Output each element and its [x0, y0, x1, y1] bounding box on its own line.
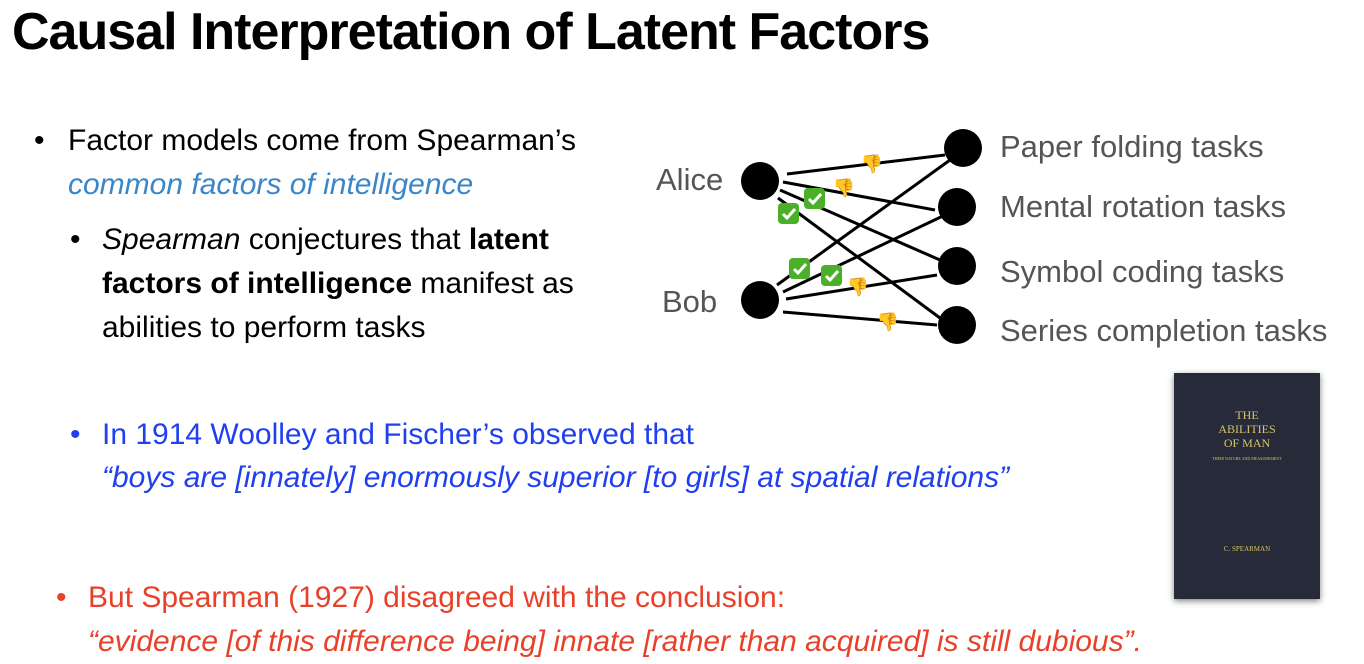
- bullet-dot: •: [56, 581, 67, 614]
- book-title: ABILITIES: [1218, 422, 1276, 436]
- bullet3-text: But Spearman (1927) disagreed with the c…: [88, 581, 786, 614]
- node-bob: [741, 281, 779, 319]
- bullet1-sub-line2: factors of intelligence manifest as: [102, 267, 574, 300]
- task-label: Mental rotation tasks: [1000, 189, 1287, 224]
- check-icon: [789, 258, 810, 279]
- edge-alice-series: [777, 196, 941, 320]
- thumbs-down-icon: 👎: [833, 178, 855, 198]
- bullet-dot: •: [70, 223, 81, 256]
- book-title: OF MAN: [1223, 436, 1271, 450]
- thumbs-down-icon: 👎: [861, 154, 883, 174]
- node-paper: [944, 129, 982, 167]
- book-cover-image: THE ABILITIES OF MAN THEIR NATURE AND ME…: [1174, 373, 1320, 599]
- bullet2-quote: “boys are [innately] enormously superior…: [102, 461, 1010, 494]
- node-series: [938, 306, 976, 344]
- node-mental: [938, 188, 976, 226]
- task-label: Paper folding tasks: [1000, 129, 1264, 164]
- node-alice: [741, 162, 779, 200]
- bullet1-sub-line3: abilities to perform tasks: [102, 311, 426, 344]
- bullet1-sub-line1: Spearman conjectures that latent: [102, 223, 549, 256]
- edge-alice-mental: [782, 180, 936, 212]
- task-label: Symbol coding tasks: [1000, 254, 1285, 289]
- thumbs-down-icon: 👎: [847, 277, 869, 297]
- book-subtitle: THEIR NATURE AND MEASUREMENT: [1212, 456, 1282, 461]
- check-icons: [778, 188, 842, 286]
- bullet3-quote: “evidence [of this difference being] inn…: [88, 625, 1142, 658]
- bullet-dot: •: [70, 418, 81, 451]
- thumbs-down-icon: 👎: [877, 312, 899, 332]
- bullet1-text: Factor models come from Spearman’s: [68, 124, 576, 157]
- bullet-dot: •: [34, 124, 45, 157]
- check-icon: [804, 188, 825, 209]
- edge-bob-symbol: [785, 273, 938, 301]
- check-icon: [778, 203, 799, 224]
- edge-bob-series: [782, 310, 938, 327]
- person-label-alice: Alice: [656, 162, 724, 197]
- edge-bob-mental: [782, 213, 946, 294]
- book-title: THE: [1235, 408, 1259, 422]
- person-label-bob: Bob: [662, 284, 718, 319]
- task-label: Series completion tasks: [1000, 313, 1328, 348]
- slide-title: Causal Interpretation of Latent Factors: [12, 3, 930, 61]
- bullet1-link[interactable]: common factors of intelligence: [68, 168, 474, 201]
- edge-alice-paper: [786, 153, 946, 176]
- node-symbol: [938, 247, 976, 285]
- bullet2-text: In 1914 Woolley and Fischer’s observed t…: [102, 418, 695, 451]
- book-author: C. SPEARMAN: [1223, 545, 1271, 553]
- check-icon: [821, 265, 842, 286]
